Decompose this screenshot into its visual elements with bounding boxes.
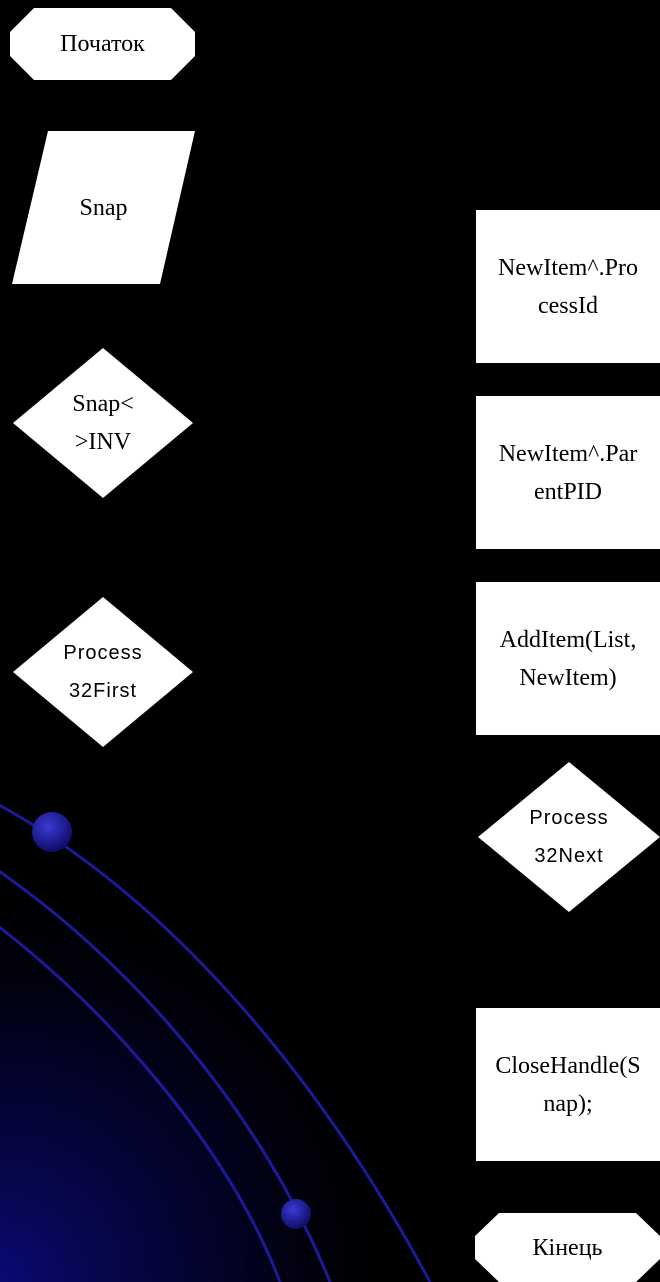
decision-snap-inv: Snap< >INV (13, 348, 193, 498)
snap-label: Snap (79, 194, 128, 221)
process-additem: AddItem(List, NewItem) (476, 582, 660, 735)
decor-ball-upper (32, 812, 72, 852)
decision-process32next-label: Process 32Next (529, 807, 609, 867)
decor-arc-3 (0, 925, 282, 1282)
terminator-shape (475, 1213, 660, 1282)
decor-ball-lower (281, 1199, 311, 1229)
decision-process32first: Process 32First (13, 597, 193, 747)
process-box-shape (476, 210, 660, 363)
process-processid-label: NewItem^.Pro cessId (498, 254, 638, 319)
process-additem-label: AddItem(List, NewItem) (499, 626, 637, 691)
process-closehandle-label: CloseHandle(S nap); (495, 1052, 641, 1117)
diamond-shape (13, 597, 193, 747)
end-label: Кінець (532, 1234, 603, 1261)
snap-input-output: Snap (12, 131, 195, 284)
start-label: Початок (60, 31, 145, 57)
end-terminator: Кінець (475, 1213, 660, 1282)
process-box-shape (476, 582, 660, 735)
process-box-shape (476, 396, 660, 549)
decision-process32first-label: Process 32First (63, 642, 143, 702)
decision-snap-inv-label: Snap< >INV (72, 391, 134, 455)
process-box-shape (476, 1008, 660, 1161)
diamond-shape (478, 762, 660, 912)
parallelogram-shape (12, 131, 195, 284)
process-parentpid: NewItem^.Par entPID (476, 396, 660, 549)
corner-glow (0, 820, 520, 1282)
process-closehandle: CloseHandle(S nap); (476, 1008, 660, 1161)
diamond-shape (13, 348, 193, 498)
process-processid: NewItem^.Pro cessId (476, 210, 660, 363)
start-terminator: Початок (10, 8, 195, 80)
decision-process32next: Process 32Next (478, 762, 660, 912)
terminator-shape (10, 8, 195, 80)
process-parentpid-label: NewItem^.Par entPID (498, 440, 638, 505)
